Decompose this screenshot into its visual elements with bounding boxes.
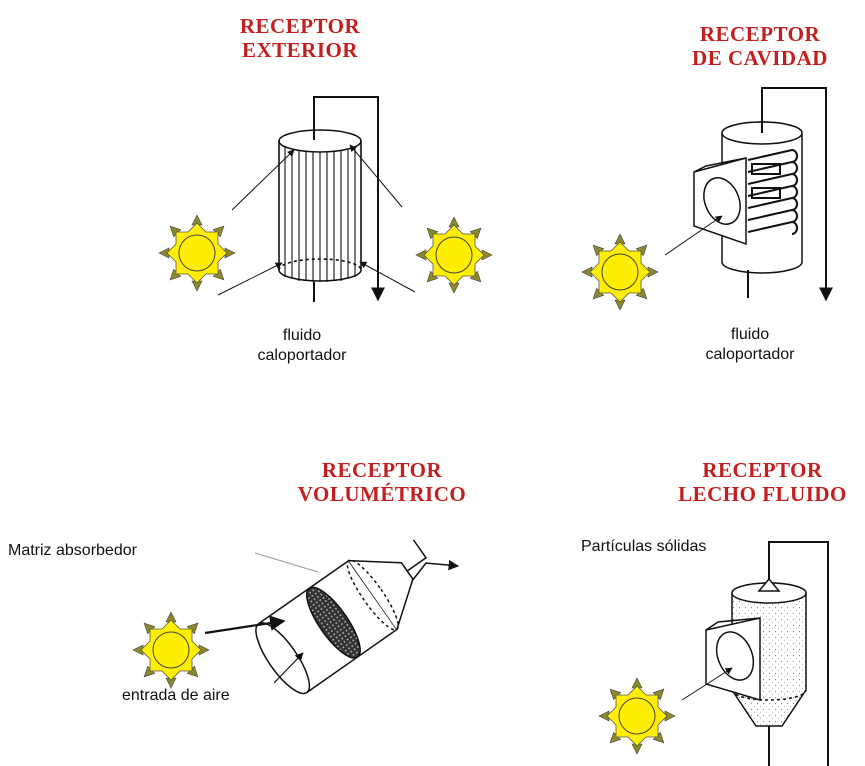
title-lecho: RECEPTOR LECHO FLUIDO: [660, 458, 865, 506]
cavidad-fluid-pipe: [761, 87, 833, 302]
label-matriz-absorbedor: Matriz absorbedor: [8, 542, 137, 559]
title-exterior-line2: EXTERIOR: [241, 38, 359, 62]
receptor-lecho-fluido: [598, 541, 829, 766]
cavity-coil: [747, 149, 798, 235]
title-cavidad: RECEPTOR DE CAVIDAD: [655, 22, 865, 70]
lecho-sun-ray: [681, 667, 733, 701]
sun-icon: [132, 611, 210, 689]
title-volumetrico-line1: RECEPTOR: [321, 458, 443, 482]
receptor-volumetrico: [132, 539, 460, 695]
volumetric-sun-ray: [204, 615, 286, 635]
label-exterior-fluid-line2: caloportador: [257, 347, 347, 364]
receptor-exterior: [158, 96, 493, 302]
label-exterior-fluid-line1: fluido: [282, 327, 322, 344]
title-lecho-line1: RECEPTOR: [702, 458, 823, 482]
volumetric-outlet: [411, 559, 460, 582]
title-exterior: RECEPTOR EXTERIOR: [210, 14, 390, 62]
title-cavidad-line1: RECEPTOR: [699, 22, 821, 46]
title-exterior-line1: RECEPTOR: [239, 14, 361, 38]
label-cavidad-fluid: fluido caloportador: [680, 325, 820, 365]
sun-icon: [598, 677, 676, 755]
sun-icon: [581, 233, 659, 311]
particle-inlet: [757, 577, 781, 592]
lecho-particle-pipe: [768, 541, 829, 766]
label-cavidad-fluid-line2: caloportador: [705, 346, 795, 363]
absorber-matrix: [306, 586, 361, 659]
volumetric-air-arrow: [273, 652, 304, 684]
exterior-fluid-pipe: [313, 96, 385, 302]
label-particulas-solidas: Partículas sólidas: [581, 538, 707, 555]
label-cavidad-fluid-line1: fluido: [730, 326, 770, 343]
matrix-pointer: [254, 552, 319, 573]
exterior-cylinder: [278, 129, 362, 282]
label-entrada-aire: entrada de aire: [122, 687, 230, 704]
sun-icon: [158, 214, 236, 292]
cavidad-sun-ray: [664, 215, 723, 256]
title-cavidad-line2: DE CAVIDAD: [692, 46, 828, 70]
title-lecho-line2: LECHO FLUIDO: [678, 482, 847, 506]
exterior-sun-rays: [217, 144, 416, 296]
label-exterior-fluid: fluido caloportador: [232, 326, 372, 366]
title-volumetrico-line2: VOLUMÉTRICO: [297, 482, 467, 506]
receptor-cavidad: [581, 87, 833, 311]
title-volumetrico: RECEPTOR VOLUMÉTRICO: [282, 458, 482, 506]
sun-icon: [415, 216, 493, 294]
